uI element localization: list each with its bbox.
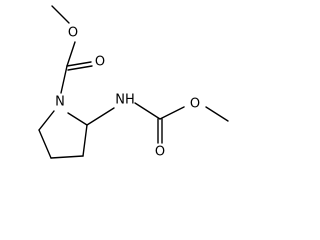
bond-ester-oxygen-methyl xyxy=(51,5,70,24)
ester-oxygen-right-label: O xyxy=(190,97,200,112)
ester-oxygen-top-label: O xyxy=(68,26,78,41)
chemical-structure: N O O NH O O xyxy=(38,5,229,160)
bond-ester-oxygen-methyl-right xyxy=(205,106,229,122)
bond-carbon-ester-oxygen xyxy=(66,41,76,67)
bond-c5-n xyxy=(38,110,55,131)
bond-carbonyl-double-a xyxy=(66,61,92,67)
carbonyl-oxygen-top-label: O xyxy=(95,55,105,70)
amide-nitrogen-label: NH xyxy=(115,93,135,108)
bond-carbonyl-double-b xyxy=(67,65,93,71)
n-carbamate-group xyxy=(51,5,93,94)
bond-nh-carbonyl-carbon xyxy=(134,102,161,120)
bond-carbon-ester-oxygen-right xyxy=(159,106,185,120)
bond-c2-nh xyxy=(86,107,115,126)
carbonyl-oxygen-right-label: O xyxy=(155,145,165,160)
pyrrolidine-ring xyxy=(38,110,88,159)
bond-c2-c3 xyxy=(82,124,88,157)
bond-n-carbonyl-carbon xyxy=(60,65,68,94)
bond-c3-c4 xyxy=(50,155,84,159)
ring-nitrogen-label: N xyxy=(55,95,65,110)
side-chain-carbamate-group xyxy=(86,102,229,144)
bond-n-c2 xyxy=(67,112,88,126)
bond-c4-c5 xyxy=(38,129,52,159)
